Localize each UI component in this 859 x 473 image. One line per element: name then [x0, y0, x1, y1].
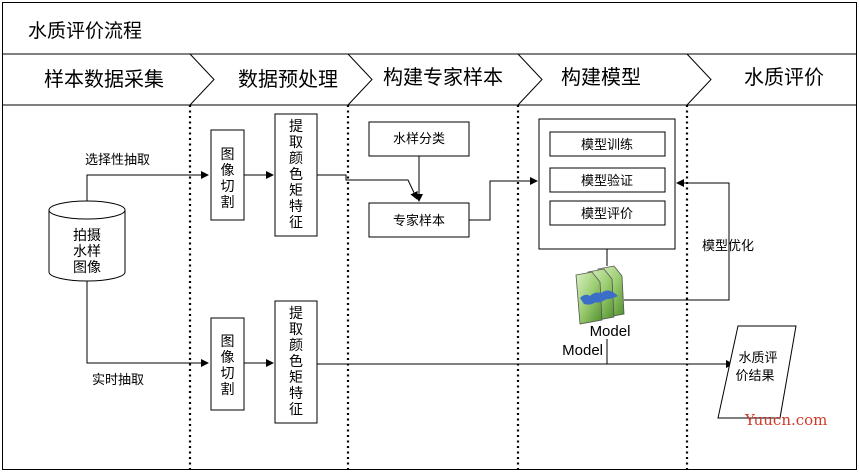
- stage-chevron-1: [189, 53, 215, 106]
- stage-chevron-2: [347, 53, 373, 106]
- feature-extract-upper-char-2: 取: [289, 135, 303, 151]
- image-cut-lower-char-4: 割: [221, 381, 235, 398]
- stage-4-label: 构建模型: [561, 65, 641, 89]
- image-cut-lower-char-1: 图: [221, 334, 235, 350]
- stage-1-label: 样本数据采集: [44, 67, 164, 91]
- features-to-sample-edge: [317, 174, 418, 200]
- classify-label: 水样分类: [393, 132, 445, 147]
- model-validate-label: 模型验证: [581, 173, 633, 189]
- source-label-line-3: 图像: [73, 260, 101, 276]
- feature-extract-upper-char-1: 提: [289, 119, 303, 135]
- model-train-label: 模型训练: [581, 138, 633, 153]
- stage-chevron-4: [686, 53, 712, 106]
- feature-extract-box-lower: [274, 300, 318, 424]
- image-cut-upper-char-1: 图: [221, 147, 235, 163]
- result-label-line-2: 价结果: [735, 369, 774, 384]
- watermark: Yuucn.com: [744, 411, 827, 429]
- expert-sample-box: [368, 202, 470, 238]
- result-label-line-1: 水质评: [738, 351, 777, 366]
- stage-3-label: 构建专家样本: [383, 65, 503, 89]
- source-label-line-2: 水样: [73, 244, 101, 260]
- stage-5-label: 水质评价: [744, 65, 824, 89]
- feature-extract-lower-char-3: 颜: [289, 338, 303, 354]
- feature-extract-lower-char-4: 色: [289, 353, 303, 370]
- stage-header: 样本数据采集 数据预处理 构建专家样本 构建模型 水质评价: [2, 53, 857, 106]
- result-box: [717, 325, 797, 419]
- model-optimize-label: 模型优化: [702, 239, 754, 254]
- realtime-extract-label: 实时抽取: [92, 373, 144, 388]
- classify-box: [368, 121, 470, 157]
- model-evaluate-label: 模型评价: [581, 207, 633, 222]
- feature-extract-lower-char-1: 提: [289, 306, 303, 322]
- diagram-title: 水质评价流程: [28, 20, 142, 42]
- model-train-box: [549, 131, 666, 157]
- model-icon-label: Model: [590, 323, 631, 340]
- stage-2-label: 数据预处理: [238, 67, 338, 91]
- feature-extract-lower-char-2: 取: [289, 322, 303, 338]
- sample-to-model-edge: [469, 177, 538, 221]
- model-files-icon: [575, 265, 625, 325]
- feature-extract-lower-char-6: 特: [289, 386, 303, 402]
- model-optimize-edge: [624, 179, 730, 301]
- model-flow-label: Model: [562, 342, 603, 359]
- selective-extract-label: 选择性抽取: [85, 153, 150, 168]
- expert-sample-label: 专家样本: [393, 213, 445, 229]
- source-image-store: 拍摄 水样 图像: [48, 200, 126, 282]
- image-cut-lower-char-3: 切: [221, 366, 235, 382]
- image-cut-box-upper: [210, 129, 245, 221]
- selective-extract-edge: [86, 171, 209, 201]
- image-cut-box-lower: [210, 317, 245, 411]
- feature-extract-upper-char-7: 征: [289, 215, 303, 231]
- feature-extract-upper-char-5: 矩: [289, 183, 303, 199]
- model-validate-box: [549, 167, 666, 193]
- feature-extract-upper-char-4: 色: [289, 166, 303, 183]
- image-cut-upper-char-4: 割: [221, 194, 235, 211]
- image-cut-upper-char-3: 切: [221, 179, 235, 195]
- model-evaluate-box: [549, 200, 666, 226]
- source-label-line-1: 拍摄: [73, 228, 101, 244]
- image-cut-lower-char-2: 像: [221, 350, 235, 366]
- feature-extract-lower-char-5: 矩: [289, 370, 303, 386]
- stage-chevron-3: [517, 53, 543, 106]
- feature-extract-lower-char-7: 征: [289, 402, 303, 418]
- realtime-extract-edge: [86, 281, 209, 367]
- feature-extract-upper-char-6: 特: [289, 199, 303, 215]
- feature-extract-upper-char-3: 颜: [289, 151, 303, 167]
- image-cut-upper-char-2: 像: [221, 163, 235, 179]
